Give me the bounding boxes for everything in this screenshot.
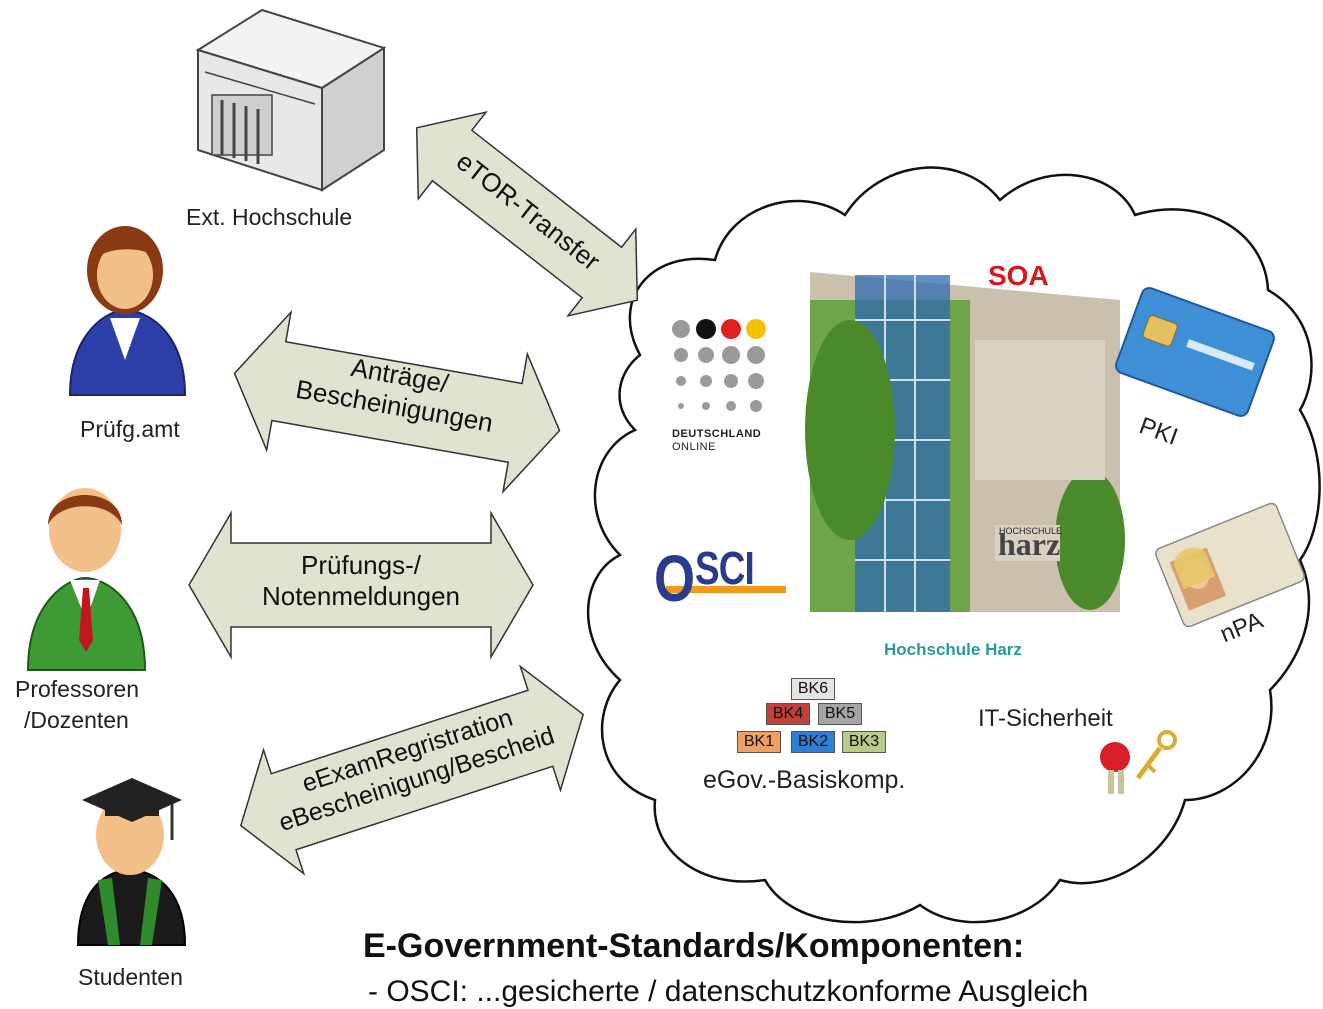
- hochschule-harz-photo: [805, 272, 1125, 612]
- deutschland-online-line1: DEUTSCHLAND: [672, 428, 762, 440]
- bk3-block: BK3: [842, 731, 886, 753]
- university-building-icon: [195, 8, 387, 192]
- pruefungs-label: Prüfungs-/ Notenmeldungen: [241, 550, 481, 612]
- security-seal-keys-icon: [1100, 730, 1177, 794]
- standards-subline: - OSCI: ...gesicherte / datenschutzkonfo…: [368, 975, 1089, 1008]
- ext-hochschule-label: Ext. Hochschule: [186, 204, 353, 230]
- standards-heading: E-Government-Standards/Komponenten:: [363, 927, 1025, 965]
- hochschule-harz-caption: Hochschule Harz: [884, 640, 1022, 659]
- npa-id-card-icon: [1155, 502, 1305, 628]
- pruefungs-line1: Prüfungs-/: [301, 550, 421, 580]
- hochschule-sign-harz: harz: [998, 526, 1061, 562]
- soa-label: SOA: [988, 260, 1049, 291]
- arrow-etor-transfer: [415, 110, 639, 318]
- bk5-block: BK5: [818, 703, 862, 725]
- pki-smartcard-icon: [1115, 287, 1275, 417]
- professoren-label-line2: /Dozenten: [24, 707, 129, 733]
- pruefungs-line2: Notenmeldungen: [261, 581, 461, 612]
- student-person-icon: [76, 778, 187, 946]
- it-sicherheit-label: IT-Sicherheit: [978, 705, 1113, 732]
- osci-logo-text: SCI: [695, 542, 755, 594]
- arrow-exam: [239, 664, 585, 876]
- pruefgamt-label: Prüfg.amt: [80, 416, 180, 442]
- bk1-block: BK1: [737, 731, 781, 753]
- pruefungsamt-person-icon: [68, 226, 187, 396]
- arrow-antraege: [233, 309, 561, 495]
- professoren-label-line1: Professoren: [15, 676, 140, 702]
- arrow-pruefungs: [188, 510, 534, 660]
- deutschland-online-line2: ONLINE: [672, 441, 716, 453]
- osci-logo: [666, 586, 786, 593]
- deutschland-online-logo: [672, 319, 766, 412]
- bk6-block: BK6: [791, 678, 835, 700]
- egov-basiskomp-label: eGov.-Basiskomp.: [703, 766, 906, 794]
- hochschule-sign-small: HOCHSCHULE: [999, 526, 1063, 536]
- studenten-label: Studenten: [78, 964, 183, 990]
- professor-person-icon: [26, 488, 147, 671]
- bk4-block: BK4: [766, 703, 810, 725]
- bk2-block: BK2: [791, 731, 835, 753]
- osci-logo-o: O: [654, 541, 696, 615]
